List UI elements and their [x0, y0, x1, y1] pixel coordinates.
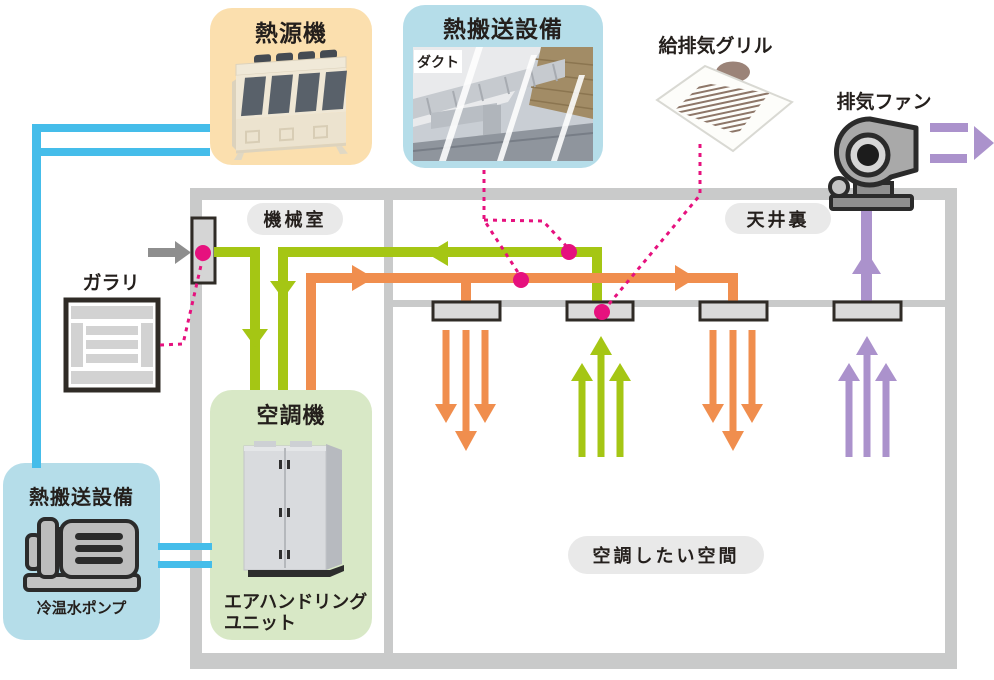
- centrifugal-fan-icon: [828, 116, 919, 211]
- louver-label: ガラリ: [82, 273, 140, 294]
- ceiling-space-pill: 天井裏: [725, 203, 831, 234]
- ahu-caption: エアハンドリング ユニット: [224, 592, 370, 634]
- pump-box-title: 熱搬送設備: [29, 487, 134, 509]
- diffuser-exhaust: [832, 300, 903, 322]
- machine-room-pill: 機械室: [247, 203, 343, 235]
- heat-transport-pump-box: [3, 463, 160, 640]
- duct-callout-to-supply: [482, 170, 523, 278]
- louver-callout: [159, 260, 204, 347]
- water-pump-icon: [17, 511, 147, 595]
- ceiling-grille-icon: [655, 61, 794, 153]
- duct-callout-to-return: [483, 218, 571, 251]
- fan-label: 排気ファン: [836, 92, 932, 113]
- diffuser-supply-2: [698, 300, 769, 322]
- grille-label: 給排気グリル: [658, 36, 773, 57]
- ceiling-line: [393, 300, 945, 307]
- louver-grate-icon: [63, 297, 161, 393]
- machine-room-wall: [384, 200, 393, 653]
- diffuser-supply-1: [431, 300, 502, 322]
- duct-box-title: 熱搬送設備: [443, 16, 563, 42]
- air-conditioner-box: [210, 390, 372, 640]
- ahu-caption-line2: ユニット: [224, 613, 296, 633]
- supply-air-duct: [306, 265, 763, 451]
- gray-right-arrow-icon: [148, 241, 191, 264]
- ahu-caption-line1: エアハンドリング: [224, 592, 368, 612]
- ceiling-diffusers: [431, 300, 903, 322]
- wall-louver: [190, 216, 217, 285]
- duct-tag: ダクト: [414, 50, 462, 73]
- chiller-unit-icon: [228, 48, 354, 162]
- ahu-cabinet-icon: [232, 438, 354, 578]
- callout-lines: [159, 144, 702, 347]
- exhaust-air-duct: [838, 123, 994, 457]
- floor: [190, 653, 957, 669]
- ahu-box-title: 空調機: [256, 403, 326, 428]
- diffuser-return: [565, 300, 635, 322]
- conditioned-space-pill: 空調したい空間: [568, 536, 764, 574]
- heat-source-box: [210, 8, 372, 165]
- heat-source-title: 熱源機: [255, 20, 327, 46]
- grille-callout: [602, 144, 702, 311]
- pump-caption: 冷温水ポンプ: [36, 600, 127, 617]
